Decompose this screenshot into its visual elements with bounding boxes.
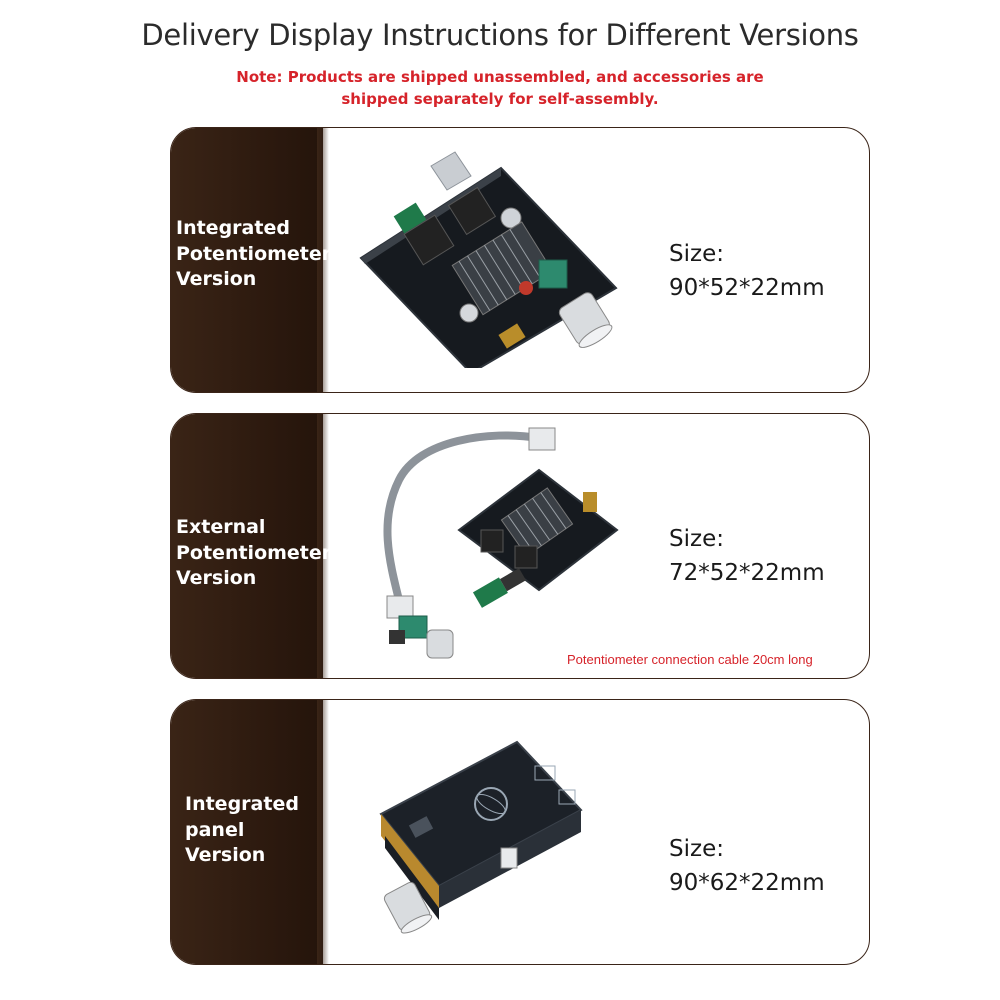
size-value: 72*52*22mm <box>669 560 825 586</box>
size-label: Size: <box>669 241 724 267</box>
shipping-note-line-1: Note: Products are shipped unassembled, … <box>236 68 764 86</box>
size-info: Size: 90*52*22mm <box>669 237 825 305</box>
size-label: Size: <box>669 836 724 862</box>
amplifier-board-cable-image <box>383 427 619 659</box>
version-label: Integrated Potentiometer Version <box>176 217 332 290</box>
version-label-panel <box>171 700 323 964</box>
size-info: Size: 72*52*22mm <box>669 522 825 590</box>
size-label: Size: <box>669 526 724 552</box>
size-value: 90*52*22mm <box>669 275 825 301</box>
version-label: Integrated panel Version <box>185 793 299 866</box>
shipping-note: Note: Products are shipped unassembled, … <box>0 66 1000 110</box>
version-label: External Potentiometer Version <box>176 516 332 589</box>
amplifier-board-image <box>359 151 618 368</box>
version-card-integrated-panel: Integrated panel Version Size: 90*62*22m… <box>170 699 870 965</box>
version-card-external-potentiometer: External Potentiometer Version Size: 72*… <box>170 413 870 679</box>
size-info: Size: 90*62*22mm <box>669 832 825 900</box>
cable-length-caption: Potentiometer connection cable 20cm long <box>567 652 813 667</box>
version-label-panel <box>171 414 323 678</box>
amplifier-panel-case-image <box>379 740 583 934</box>
version-card-integrated-potentiometer: Integrated Potentiometer Version <box>170 127 870 393</box>
page-title: Delivery Display Instructions for Differ… <box>141 18 859 52</box>
version-label-panel <box>171 128 323 392</box>
shipping-note-line-2: shipped separately for self-assembly. <box>341 90 659 108</box>
size-value: 90*62*22mm <box>669 870 825 896</box>
